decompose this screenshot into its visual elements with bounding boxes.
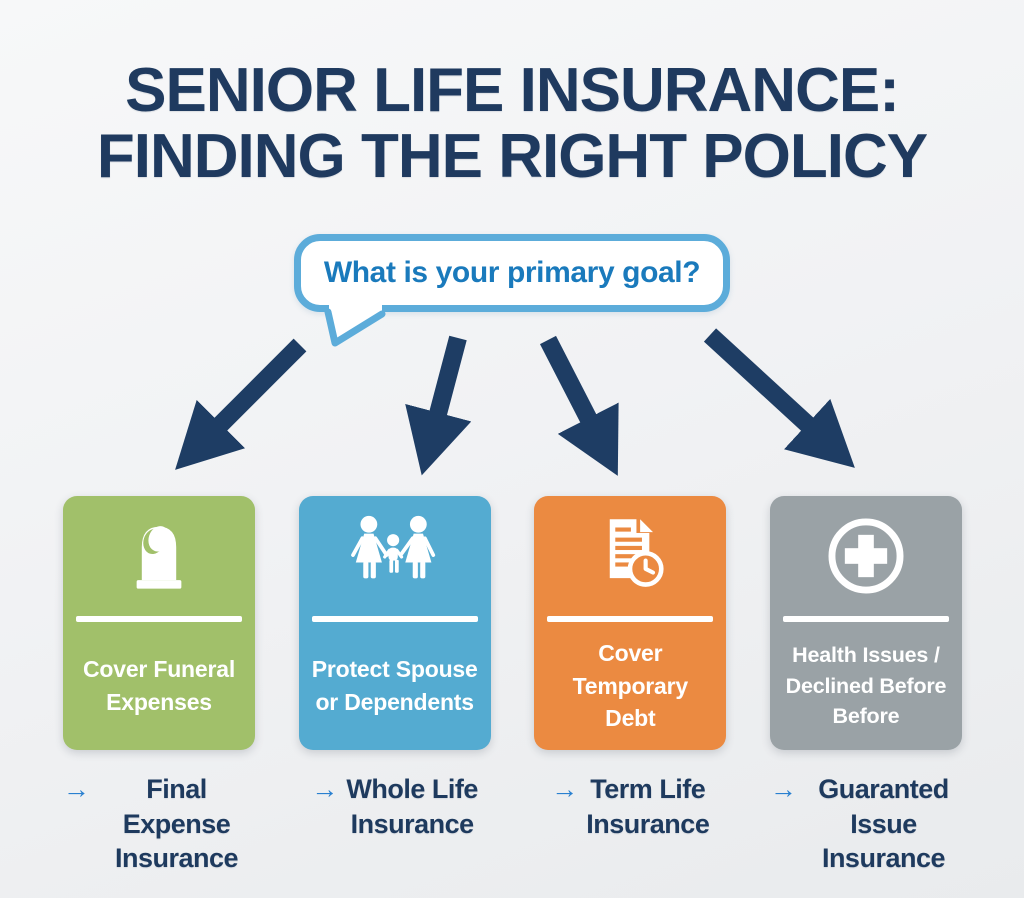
recommendation-label: Whole Life Insurance xyxy=(346,774,478,839)
medical-cross-icon xyxy=(828,518,904,594)
right-arrow-icon: → xyxy=(551,774,579,804)
goal-label: Cover Temporary Debt xyxy=(572,640,689,732)
question-speech-bubble: What is your primary goal? xyxy=(294,234,730,312)
goal-label: Cover Funeral Expenses xyxy=(82,655,236,715)
speech-bubble-tail xyxy=(324,302,386,347)
right-arrow-icon: → xyxy=(63,774,90,804)
divider xyxy=(76,616,242,622)
recommendations-row: → Final Expense Insurance → Whole Life I… xyxy=(0,772,1024,876)
recommendation-whole-life: → Whole Life Insurance xyxy=(299,772,491,876)
goal-box-spouse: Protect Spouse or Dependents xyxy=(298,496,491,750)
arrow-to-debt-box xyxy=(539,335,619,476)
right-arrow-icon: → xyxy=(769,774,797,804)
divider xyxy=(311,616,478,622)
tombstone-icon xyxy=(136,526,182,589)
family-icon xyxy=(350,515,435,579)
arrow-to-funeral-box xyxy=(175,338,307,470)
arrow-to-spouse-box xyxy=(405,335,472,476)
right-arrow-icon: → xyxy=(311,774,339,804)
recommendation-final-expense: → Final Expense Insurance xyxy=(63,772,255,876)
divider xyxy=(782,616,949,622)
goal-box-debt: Cover Temporary Debt xyxy=(534,496,727,750)
goal-label: Health Issues / Declined Before Before xyxy=(785,643,947,729)
page-title: SENIOR LIFE INSURANCE: FINDING THE RIGHT… xyxy=(96,56,928,191)
recommendation-label: Final Expense Insurance xyxy=(114,774,239,874)
recommendation-term-life: → Term Life Insurance xyxy=(534,772,726,876)
goal-boxes-row: Cover Funeral Expenses xyxy=(0,496,1024,750)
recommendation-guaranteed-issue: → Guaranted Issue Insurance xyxy=(770,772,962,876)
recommendation-label: Guaranted Issue Insurance xyxy=(818,774,949,874)
recommendation-label: Term Life Insurance xyxy=(586,774,710,839)
goal-box-health: Health Issues / Declined Before Before xyxy=(769,496,962,750)
goal-box-funeral: Cover Funeral Expenses xyxy=(63,496,255,750)
document-clock-icon xyxy=(610,519,664,587)
divider xyxy=(547,616,714,622)
branch-arrows xyxy=(175,328,855,476)
question-text: What is your primary goal? xyxy=(323,256,701,289)
goal-label: Protect Spouse or Dependents xyxy=(311,655,478,715)
arrow-to-health-box xyxy=(703,328,855,468)
